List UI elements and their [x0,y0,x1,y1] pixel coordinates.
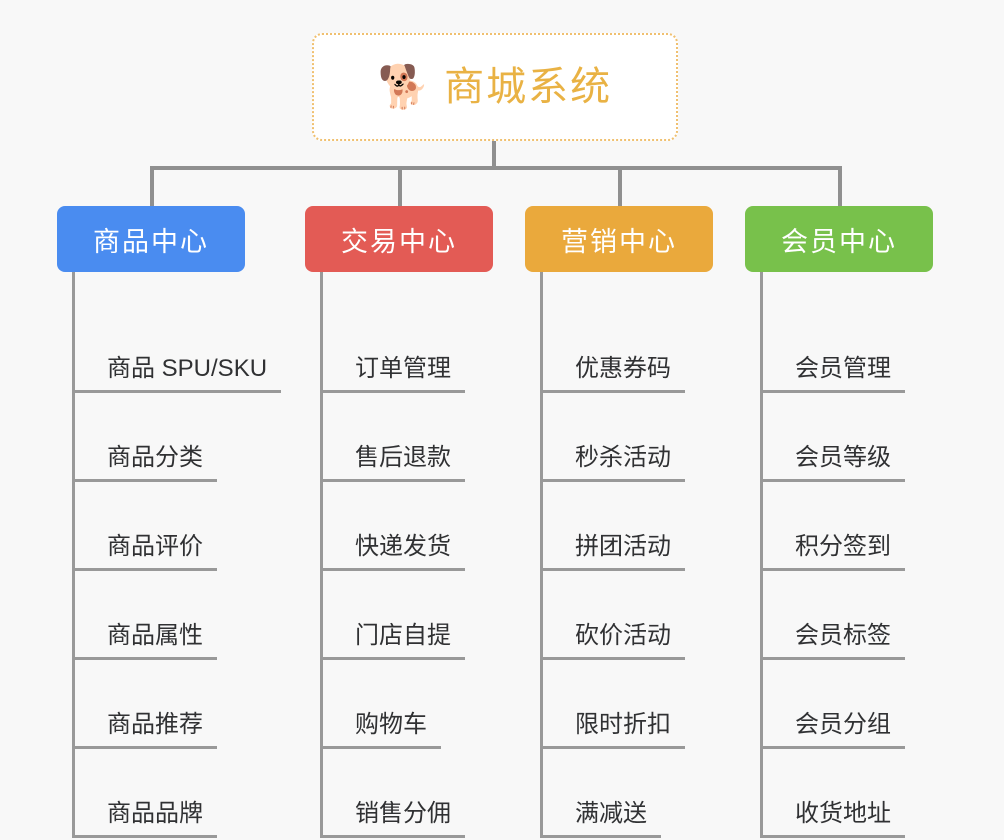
connector-drop-3 [618,166,622,208]
list-item[interactable]: 快递发货 [323,482,493,571]
list-item[interactable]: 积分签到 [763,482,933,571]
list-item[interactable]: 商品评价 [75,482,245,571]
connector-root-stem [492,141,496,169]
list-item[interactable]: 会员分组 [763,660,933,749]
branch-column-trade-center: 交易中心 订单管理 售后退款 快递发货 门店自提 购物车 销售分佣 [305,206,493,838]
category-header-label: 交易中心 [341,226,457,257]
list-item[interactable]: 商品 SPU/SKU [75,304,282,393]
branch-column-member-center: 会员中心 会员管理 会员等级 积分签到 会员标签 会员分组 收货地址 [745,206,933,838]
category-header-label: 营销中心 [561,226,677,257]
category-header-label: 商品中心 [93,226,209,257]
list-item[interactable]: 销售分佣 [323,749,493,838]
list-item-label: 购物车 [323,711,441,749]
connector-drop-1 [150,166,154,208]
category-header-product-center[interactable]: 商品中心 [57,206,245,272]
list-item[interactable]: 门店自提 [323,571,493,660]
item-list-product-center: 商品 SPU/SKU 商品分类 商品评价 商品属性 商品推荐 商品品牌 [72,272,282,838]
list-item-label: 商品评价 [75,533,217,571]
list-item[interactable]: 收货地址 [763,749,933,838]
list-item-label: 拼团活动 [543,533,685,571]
list-item-label: 商品分类 [75,444,217,482]
category-header-label: 会员中心 [781,226,897,257]
list-item-label: 售后退款 [323,444,465,482]
connector-drop-2 [398,166,402,208]
category-header-marketing-center[interactable]: 营销中心 [525,206,713,272]
branch-column-marketing-center: 营销中心 优惠券码 秒杀活动 拼团活动 砍价活动 限时折扣 满减送 [525,206,713,838]
shiba-dog-face-icon: 🐕 [377,63,431,110]
list-item-label: 会员分组 [763,711,905,749]
list-item[interactable]: 拼团活动 [543,482,713,571]
list-item[interactable]: 购物车 [323,660,493,749]
list-item[interactable]: 优惠券码 [543,304,713,393]
list-item-label: 商品品牌 [75,800,217,838]
list-item-label: 会员管理 [763,355,905,393]
list-item-label: 商品推荐 [75,711,217,749]
list-item[interactable]: 商品推荐 [75,660,245,749]
root-title: 商城系统 [444,65,613,109]
list-item[interactable]: 砍价活动 [543,571,713,660]
list-item-label: 订单管理 [323,355,465,393]
category-header-member-center[interactable]: 会员中心 [745,206,933,272]
list-item[interactable]: 订单管理 [323,304,493,393]
list-item[interactable]: 会员等级 [763,393,933,482]
list-item[interactable]: 秒杀活动 [543,393,713,482]
list-item-label: 积分签到 [763,533,905,571]
list-item-label: 收货地址 [763,800,905,838]
list-item-label: 销售分佣 [323,800,465,838]
list-item[interactable]: 售后退款 [323,393,493,482]
list-item[interactable]: 商品属性 [75,571,245,660]
list-item-label: 会员等级 [763,444,905,482]
branch-column-product-center: 商品中心 商品 SPU/SKU 商品分类 商品评价 商品属性 商品推荐 商品品牌 [57,206,282,838]
list-item-label: 优惠券码 [543,355,685,393]
list-item[interactable]: 满减送 [543,749,713,838]
item-list-marketing-center: 优惠券码 秒杀活动 拼团活动 砍价活动 限时折扣 满减送 [540,272,713,838]
list-item[interactable]: 会员标签 [763,571,933,660]
list-item-label: 商品 SPU/SKU [75,355,282,393]
list-item-label: 秒杀活动 [543,444,685,482]
list-item[interactable]: 会员管理 [763,304,933,393]
list-item-label: 会员标签 [763,622,905,660]
list-item[interactable]: 限时折扣 [543,660,713,749]
item-list-member-center: 会员管理 会员等级 积分签到 会员标签 会员分组 收货地址 [760,272,933,838]
list-item-label: 快递发货 [323,533,465,571]
root-node[interactable]: 🐕 商城系统 [312,33,678,141]
list-item-label: 限时折扣 [543,711,685,749]
list-item-label: 砍价活动 [543,622,685,660]
list-item-label: 商品属性 [75,622,217,660]
list-item[interactable]: 商品品牌 [75,749,245,838]
category-header-trade-center[interactable]: 交易中心 [305,206,493,272]
list-item-label: 满减送 [543,800,661,838]
connector-drop-4 [838,166,842,208]
connector-horizontal-bus [150,166,840,170]
list-item-label: 门店自提 [323,622,465,660]
list-item[interactable]: 商品分类 [75,393,245,482]
item-list-trade-center: 订单管理 售后退款 快递发货 门店自提 购物车 销售分佣 [320,272,493,838]
